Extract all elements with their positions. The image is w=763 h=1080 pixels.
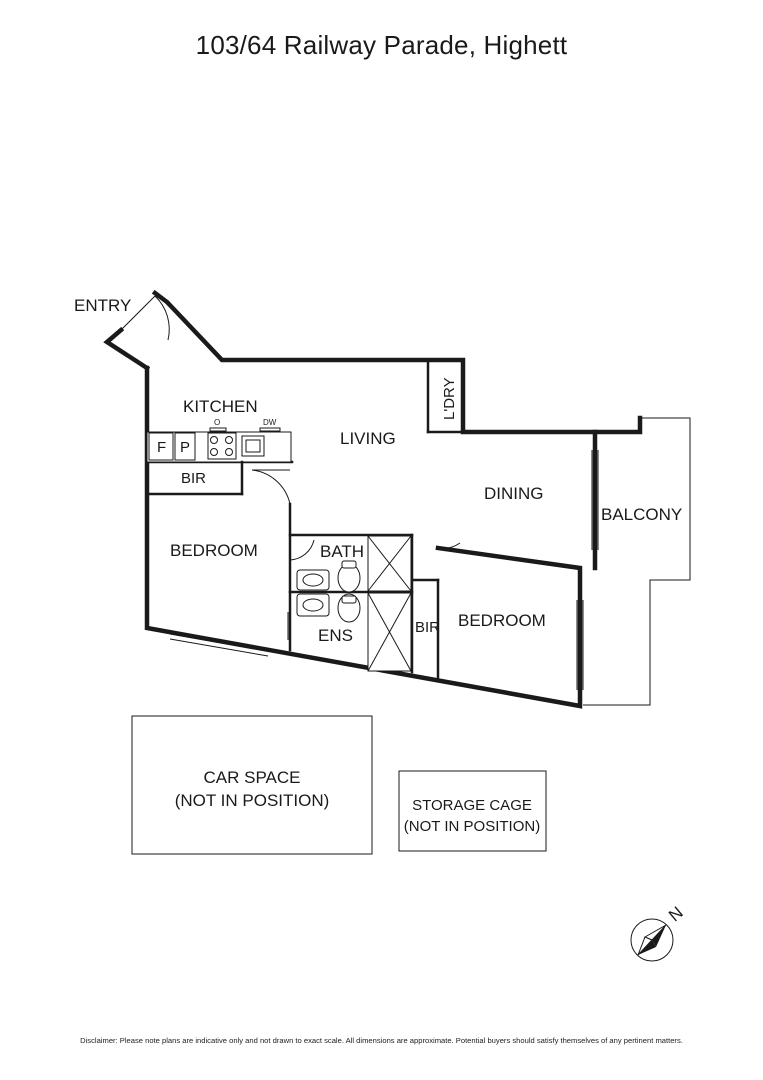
storage-cage: STORAGE CAGE (NOT IN POSITION) <box>398 770 547 852</box>
north-label: N <box>665 903 687 925</box>
car-space: CAR SPACE (NOT IN POSITION) <box>131 715 373 855</box>
dining-label: DINING <box>484 484 544 503</box>
entry-label: ENTRY <box>74 296 131 315</box>
entry-door <box>120 295 170 341</box>
sliding-doors <box>169 450 599 690</box>
disclaimer-text: Disclaimer: Please note plans are indica… <box>80 1036 683 1045</box>
outer-walls <box>103 289 643 709</box>
north-arrow-icon: N <box>630 903 687 962</box>
living-label: LIVING <box>340 429 396 448</box>
bath-label: BATH <box>320 542 364 561</box>
ensuite-label: ENS <box>318 626 353 645</box>
dishwasher-label: DW <box>263 418 277 427</box>
sink <box>241 435 265 457</box>
car-space-line1: CAR SPACE <box>204 768 301 787</box>
showers <box>367 535 412 672</box>
pantry-label: P <box>180 439 190 456</box>
fridge-label: F <box>157 439 166 456</box>
oven-label: O <box>214 418 220 427</box>
bedroom-1-label: BEDROOM <box>170 541 258 560</box>
laundry-walls <box>426 358 465 434</box>
page-title: 103/64 Railway Parade, Highett <box>195 30 568 60</box>
storage-line2: (NOT IN POSITION) <box>404 818 540 835</box>
oven-icon <box>209 427 227 432</box>
fridge-space <box>148 432 174 461</box>
kitchen-label: KITCHEN <box>183 397 258 416</box>
balcony-outline <box>583 417 691 706</box>
storage-line1: STORAGE CAGE <box>412 797 532 814</box>
laundry-label: L'DRY <box>441 377 458 420</box>
balcony-label: BALCONY <box>601 505 682 524</box>
bathroom-fixtures <box>296 560 361 623</box>
bedroom-2-label: BEDROOM <box>458 611 546 630</box>
interior-walls <box>287 502 461 682</box>
car-space-line2: (NOT IN POSITION) <box>175 791 330 810</box>
kitchen <box>145 427 294 464</box>
pantry <box>174 432 196 461</box>
dishwasher-icon <box>259 427 281 432</box>
bir-2-label: BIR <box>415 619 440 636</box>
bir-1-label: BIR <box>181 470 206 487</box>
bir-1-walls <box>145 460 291 505</box>
